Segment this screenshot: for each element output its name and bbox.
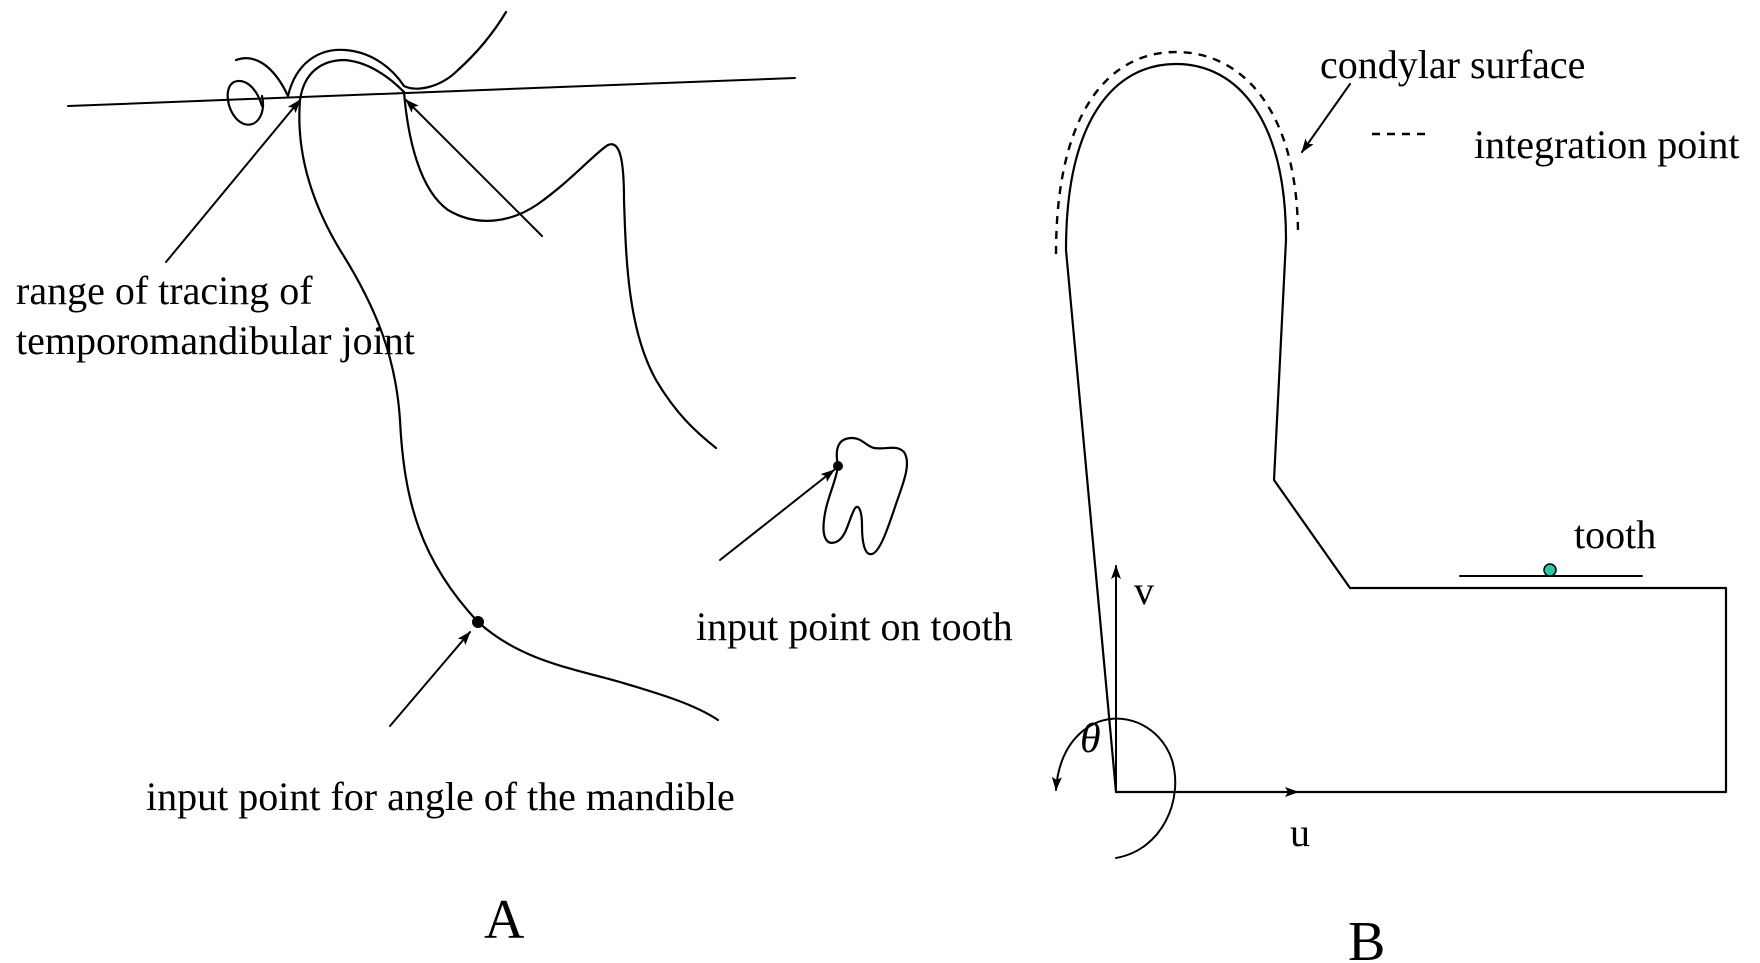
tmj-tracing-inner [298, 58, 406, 102]
ear-loop [226, 79, 265, 126]
rotation-arc [1051, 717, 1177, 859]
tmj-label-line2: temporomandibular joint [16, 318, 415, 363]
angle-input-label: input point for angle of the mandible [146, 774, 735, 819]
tmj-label-line1: range of tracing of [16, 268, 313, 313]
reference-line [67, 77, 796, 107]
condylar-surface-label: condylar surface [1320, 42, 1585, 87]
tmj-tracing-outline [286, 10, 508, 98]
ramus-posterior-border [298, 98, 480, 624]
angle-input-point [472, 616, 484, 628]
angle-arrow [389, 631, 471, 727]
panel-b-label: B [1348, 911, 1385, 963]
tmj-upper-squiggle [234, 57, 290, 98]
v-axis-label: v [1134, 568, 1154, 613]
mandible-lower-border [476, 620, 720, 722]
condylar-dashed-arc [1054, 50, 1300, 255]
panel-a-label: A [484, 889, 525, 951]
mandible-model-outline [1064, 62, 1728, 794]
tooth-input-point [833, 461, 843, 471]
tmj-arrow-right [405, 99, 543, 237]
tooth-point [1543, 563, 1557, 577]
panel-b: condylar surface integration point tooth… [1051, 42, 1740, 963]
condylar-arrow [1301, 83, 1351, 153]
theta-label: θ [1080, 716, 1101, 762]
u-axis-label: u [1290, 810, 1310, 855]
tooth-input-label: input point on tooth [696, 604, 1013, 649]
tooth-sketch [822, 436, 909, 556]
ramus-anterior-border [402, 90, 718, 450]
tooth-label: tooth [1574, 512, 1656, 557]
tmj-arrow-left [165, 99, 301, 263]
tooth-arrow [719, 469, 835, 561]
integration-point-label: integration point [1474, 122, 1740, 167]
panel-a: range of tracing of temporomandibular jo… [16, 10, 1013, 951]
